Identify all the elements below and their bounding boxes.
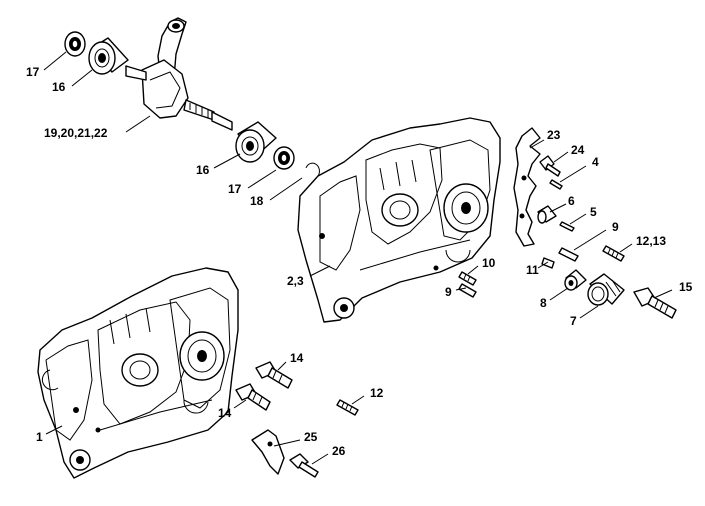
label-15: 15 <box>679 280 693 294</box>
stud-14-upper <box>255 361 293 389</box>
dowel-9-right <box>558 247 579 262</box>
label-14-upper: 14 <box>290 351 304 365</box>
sleeve-6 <box>537 205 557 224</box>
stud-15 <box>633 287 677 319</box>
part-labels: 17 16 19,20,21,22 16 17 18 23 24 4 6 5 9… <box>26 65 693 458</box>
label-26: 26 <box>332 444 346 458</box>
label-8: 8 <box>540 296 547 310</box>
ball-bearing-top <box>88 37 129 75</box>
label-25: 25 <box>304 430 318 444</box>
stud-12-13 <box>602 245 625 262</box>
label-9-right: 9 <box>612 220 619 234</box>
plug-7 <box>587 273 625 306</box>
label-5: 5 <box>590 205 597 219</box>
sleeve-11 <box>541 257 555 269</box>
crankcase-half-upper <box>297 117 501 323</box>
label-4: 4 <box>592 155 599 169</box>
label-16-top: 16 <box>52 80 66 94</box>
label-12: 12 <box>370 386 384 400</box>
label-9-left: 9 <box>445 285 452 299</box>
label-14-lower: 14 <box>218 406 232 420</box>
pin-5 <box>559 221 575 232</box>
label-19-20-21-22: 19,20,21,22 <box>44 126 108 140</box>
pin-4 <box>549 179 563 190</box>
label-2-3: 2,3 <box>287 274 304 288</box>
leader-lines <box>43 51 673 465</box>
label-6: 6 <box>568 194 575 208</box>
bush-8 <box>564 269 587 291</box>
mounting-plate <box>513 127 541 247</box>
label-24: 24 <box>571 143 585 157</box>
pin-12 <box>336 399 359 416</box>
bracket-25 <box>251 429 285 475</box>
circlip <box>305 162 320 177</box>
dowel-9-left <box>458 283 477 298</box>
label-1: 1 <box>36 430 43 444</box>
label-17-top: 17 <box>26 65 40 79</box>
oil-seal-bottom <box>273 146 295 170</box>
stud-14-lower <box>235 383 271 411</box>
crankshaft <box>125 17 233 131</box>
label-7: 7 <box>570 314 577 328</box>
oil-seal-top <box>64 31 86 57</box>
label-10: 10 <box>482 256 496 270</box>
label-16-bottom: 16 <box>196 163 210 177</box>
label-23: 23 <box>547 128 561 142</box>
label-11: 11 <box>526 263 539 277</box>
crankcase-half-lower <box>37 267 239 479</box>
sleeve-10 <box>458 271 477 286</box>
label-12-13: 12,13 <box>636 234 666 248</box>
screw-26 <box>289 453 319 478</box>
label-18: 18 <box>250 194 264 208</box>
ball-bearing-bottom <box>235 121 277 163</box>
screw-24 <box>539 155 561 177</box>
label-17-bottom: 17 <box>228 182 242 196</box>
